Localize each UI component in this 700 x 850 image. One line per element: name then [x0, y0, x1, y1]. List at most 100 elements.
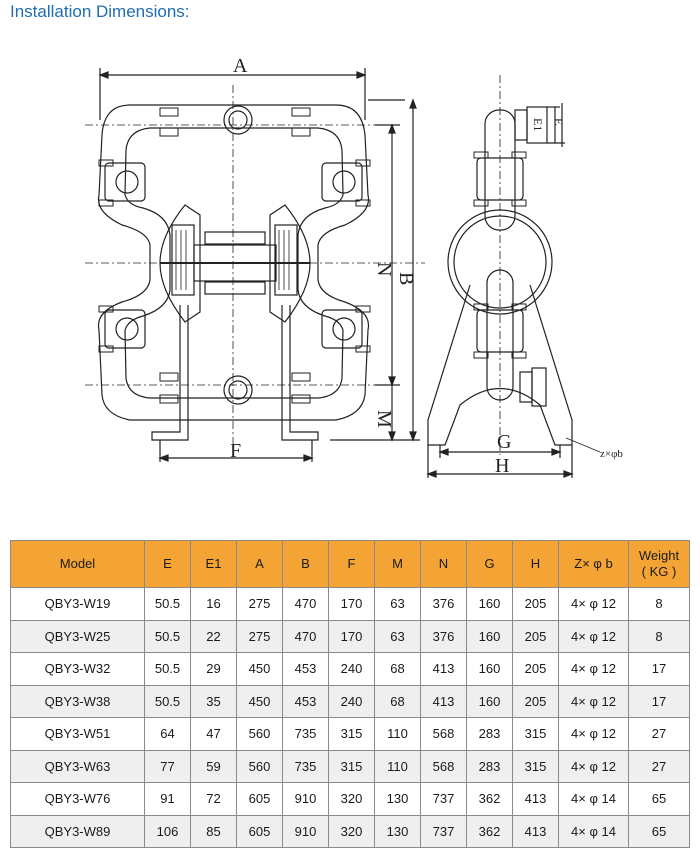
- table-cell: 413: [420, 684, 467, 718]
- table-cell: 737: [420, 814, 467, 848]
- table-cell: 110: [374, 717, 421, 751]
- table-cell: 205: [512, 587, 559, 621]
- table-cell: 35: [190, 684, 237, 718]
- table-cell: 240: [328, 652, 375, 686]
- table-cell: 315: [328, 749, 375, 783]
- column-header: Model: [10, 540, 145, 588]
- column-header: E: [144, 540, 191, 588]
- column-header: A: [236, 540, 283, 588]
- table-cell: 8: [628, 587, 690, 621]
- table-cell: 8: [628, 619, 690, 653]
- dim-label-a: A: [233, 55, 248, 77]
- table-cell: 50.5: [144, 587, 191, 621]
- column-header: G: [466, 540, 513, 588]
- table-cell: 29: [190, 652, 237, 686]
- column-header: M: [374, 540, 421, 588]
- dim-label-e1: E1: [531, 118, 545, 131]
- table-cell: 275: [236, 619, 283, 653]
- table-cell: 160: [466, 587, 513, 621]
- table-cell: 65: [628, 814, 690, 848]
- table-cell: 4× φ 14: [558, 782, 629, 816]
- table-cell: 64: [144, 717, 191, 751]
- table-cell: 160: [466, 652, 513, 686]
- model-cell: QBY3-W38: [10, 684, 145, 718]
- table-cell: 27: [628, 717, 690, 751]
- table-cell: 110: [374, 749, 421, 783]
- table-cell: 130: [374, 814, 421, 848]
- model-cell: QBY3-W51: [10, 717, 145, 751]
- dim-label-m: M: [373, 410, 395, 428]
- table-cell: 315: [512, 717, 559, 751]
- table-cell: 4× φ 12: [558, 717, 629, 751]
- table-cell: 50.5: [144, 652, 191, 686]
- table-cell: 17: [628, 652, 690, 686]
- table-cell: 910: [282, 814, 329, 848]
- table-cell: 160: [466, 684, 513, 718]
- table-cell: 16: [190, 587, 237, 621]
- table-cell: 4× φ 12: [558, 684, 629, 718]
- dim-label-g: G: [497, 431, 511, 453]
- table-cell: 4× φ 14: [558, 814, 629, 848]
- table-cell: 205: [512, 652, 559, 686]
- table-cell: 77: [144, 749, 191, 783]
- column-header: N: [420, 540, 467, 588]
- dim-label-f: F: [230, 440, 241, 462]
- dim-label-b: B: [395, 272, 417, 285]
- table-cell: 17: [628, 684, 690, 718]
- table-cell: 470: [282, 587, 329, 621]
- model-cell: QBY3-W19: [10, 587, 145, 621]
- table-cell: 413: [512, 814, 559, 848]
- table-cell: 453: [282, 684, 329, 718]
- model-cell: QBY3-W76: [10, 782, 145, 816]
- table-cell: 68: [374, 684, 421, 718]
- table-cell: 27: [628, 749, 690, 783]
- front-view: [85, 68, 425, 462]
- table-cell: 63: [374, 619, 421, 653]
- table-cell: 106: [144, 814, 191, 848]
- dim-label-n: N: [373, 262, 395, 276]
- table-cell: 376: [420, 619, 467, 653]
- dim-label-h: H: [495, 455, 509, 477]
- table-cell: 320: [328, 782, 375, 816]
- table-cell: 413: [420, 652, 467, 686]
- column-header: Weight ( KG ): [628, 540, 690, 588]
- table-cell: 160: [466, 619, 513, 653]
- column-header: E1: [190, 540, 237, 588]
- table-cell: 568: [420, 717, 467, 751]
- column-header: Z× φ b: [558, 540, 629, 588]
- table-cell: 170: [328, 587, 375, 621]
- table-cell: 205: [512, 619, 559, 653]
- table-cell: 283: [466, 717, 513, 751]
- table-cell: 50.5: [144, 684, 191, 718]
- table-cell: 4× φ 12: [558, 749, 629, 783]
- table-cell: 63: [374, 587, 421, 621]
- table-cell: 450: [236, 684, 283, 718]
- table-cell: 453: [282, 652, 329, 686]
- table-cell: 4× φ 12: [558, 587, 629, 621]
- table-cell: 735: [282, 717, 329, 751]
- model-cell: QBY3-W25: [10, 619, 145, 653]
- table-cell: 170: [328, 619, 375, 653]
- model-cell: QBY3-W32: [10, 652, 145, 686]
- column-header: B: [282, 540, 329, 588]
- table-cell: 4× φ 12: [558, 652, 629, 686]
- table-cell: 22: [190, 619, 237, 653]
- table-cell: 320: [328, 814, 375, 848]
- table-cell: 362: [466, 814, 513, 848]
- page-title: Installation Dimensions:: [10, 2, 190, 21]
- table-cell: 4× φ 12: [558, 619, 629, 653]
- table-cell: 275: [236, 587, 283, 621]
- table-cell: 376: [420, 587, 467, 621]
- table-cell: 737: [420, 782, 467, 816]
- table-cell: 205: [512, 684, 559, 718]
- column-header: H: [512, 540, 559, 588]
- table-cell: 605: [236, 782, 283, 816]
- table-cell: 47: [190, 717, 237, 751]
- dim-label-e: E: [552, 118, 566, 125]
